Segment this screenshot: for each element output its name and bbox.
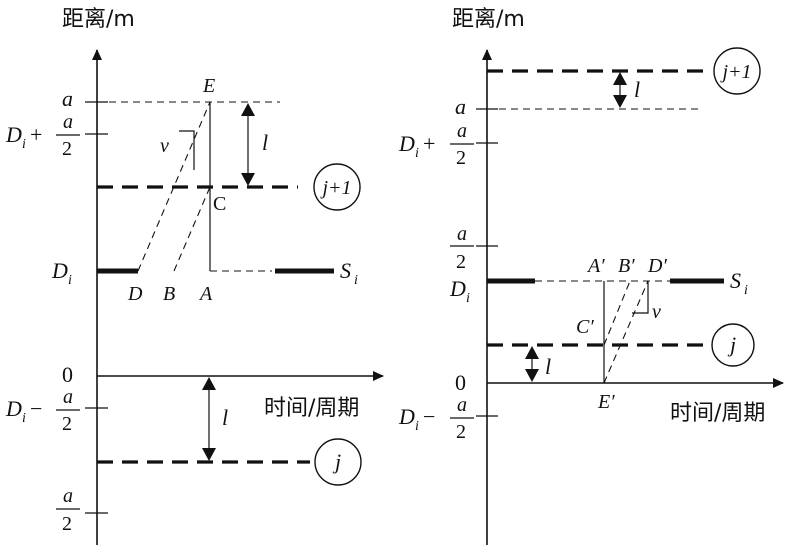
right-lane-j-circle	[711, 323, 755, 367]
left-v-triangle	[179, 130, 195, 170]
right-lane-j1-label: j+1	[719, 61, 751, 83]
left-v-label: v	[160, 135, 169, 157]
left-label-di-plus-den: 2	[62, 138, 72, 160]
right-y-axis-title: 距离/m	[452, 7, 525, 32]
left-label-di-minus-num: a	[63, 386, 73, 408]
right-si-label: S	[730, 268, 741, 293]
left-lane-j-label: j	[332, 449, 341, 474]
right-label-mid-den: 2	[456, 251, 466, 273]
left-point-b: B	[163, 283, 175, 305]
right-panel: 距离/m 时间/周期 a D i + a 2 a 2 D i 0 D i − a…	[398, 7, 784, 545]
left-point-d: D	[127, 283, 143, 305]
right-l-bottom-arrow-head-down	[525, 369, 539, 382]
left-label-zero: 0	[62, 362, 73, 387]
right-trajectory-cb	[603, 280, 631, 346]
left-lane-j1-circle	[313, 163, 361, 211]
left-point-e: E	[202, 75, 215, 97]
left-trajectory-de	[137, 101, 211, 272]
right-v-triangle	[632, 281, 649, 314]
left-label-bottom-num: a	[63, 485, 73, 507]
right-l-top-label: l	[634, 77, 640, 102]
left-label-bottom-den: 2	[62, 513, 72, 535]
right-point-e: E′	[597, 391, 615, 413]
left-point-c: C	[213, 193, 226, 215]
right-l-bottom-label: l	[545, 354, 551, 379]
right-point-a: A′	[586, 255, 605, 277]
left-l-bottom-arrow-head-down	[202, 448, 216, 461]
left-l-top-arrow-head-down	[241, 173, 255, 186]
right-label-di-plus-sub: i	[415, 146, 419, 161]
left-label-di-plus-d: D	[5, 122, 22, 147]
right-label-di-minus-op: −	[423, 404, 435, 429]
right-label-di-minus-sub: i	[415, 419, 419, 434]
left-label-di-minus-op: −	[30, 396, 42, 421]
left-label-di-plus-num: a	[63, 111, 73, 133]
right-v-label: v	[652, 301, 661, 323]
right-point-b: B′	[618, 255, 635, 277]
right-label-di-sub: i	[466, 291, 470, 306]
left-label-a: a	[62, 86, 73, 111]
right-label-zero: 0	[455, 370, 466, 395]
right-label-di-plus-d: D	[398, 131, 415, 156]
left-label-di-plus-op: +	[30, 122, 42, 147]
left-l-bottom-label: l	[222, 405, 228, 430]
left-lane-j-circle	[314, 438, 362, 486]
right-lane-j-label: j	[727, 332, 736, 357]
left-label-di-sub: i	[68, 273, 72, 288]
right-lane-j1-circle	[713, 47, 761, 95]
left-l-top-arrow-head-up	[241, 103, 255, 116]
right-point-c: C′	[576, 316, 594, 338]
right-si-sub: i	[744, 283, 748, 298]
right-label-di-minus-den: 2	[456, 421, 466, 443]
left-point-a: A	[198, 283, 213, 305]
left-panel: 距离/m 时间/周期 a D i + a 2 D i 0 D i − a 2 a…	[5, 7, 384, 545]
right-label-di-minus-num: a	[457, 394, 467, 416]
left-label-di-plus-sub: i	[22, 137, 26, 152]
right-l-top-arrow-head-up	[613, 72, 627, 85]
left-label-di-minus-den: 2	[62, 413, 72, 435]
right-x-axis-title: 时间/周期	[670, 401, 765, 426]
left-trajectory-bc	[173, 186, 211, 272]
right-label-di: D	[449, 276, 466, 301]
right-label-mid-num: a	[457, 223, 467, 245]
left-x-axis-title: 时间/周期	[264, 396, 359, 421]
right-trajectory-ed	[603, 280, 649, 384]
left-label-di-minus-sub: i	[22, 411, 26, 426]
right-label-di-plus-op: +	[423, 131, 435, 156]
right-label-di-plus-den: 2	[456, 147, 466, 169]
right-label-di-minus-d: D	[398, 404, 415, 429]
left-label-di-minus-d: D	[5, 396, 22, 421]
left-label-di: D	[51, 258, 68, 283]
right-label-di-plus-num: a	[457, 120, 467, 142]
right-l-top-arrow-head-down	[613, 95, 627, 108]
right-l-bottom-arrow-head-up	[525, 346, 539, 359]
left-l-top-label: l	[262, 130, 268, 155]
left-si-sub: i	[354, 273, 358, 288]
left-lane-j1-label: j+1	[319, 177, 351, 199]
left-l-bottom-arrow-head-up	[202, 377, 216, 390]
right-point-d: D′	[647, 255, 667, 277]
left-y-axis-title: 距离/m	[62, 7, 135, 32]
right-label-a: a	[455, 94, 466, 119]
left-si-label: S	[340, 258, 351, 283]
